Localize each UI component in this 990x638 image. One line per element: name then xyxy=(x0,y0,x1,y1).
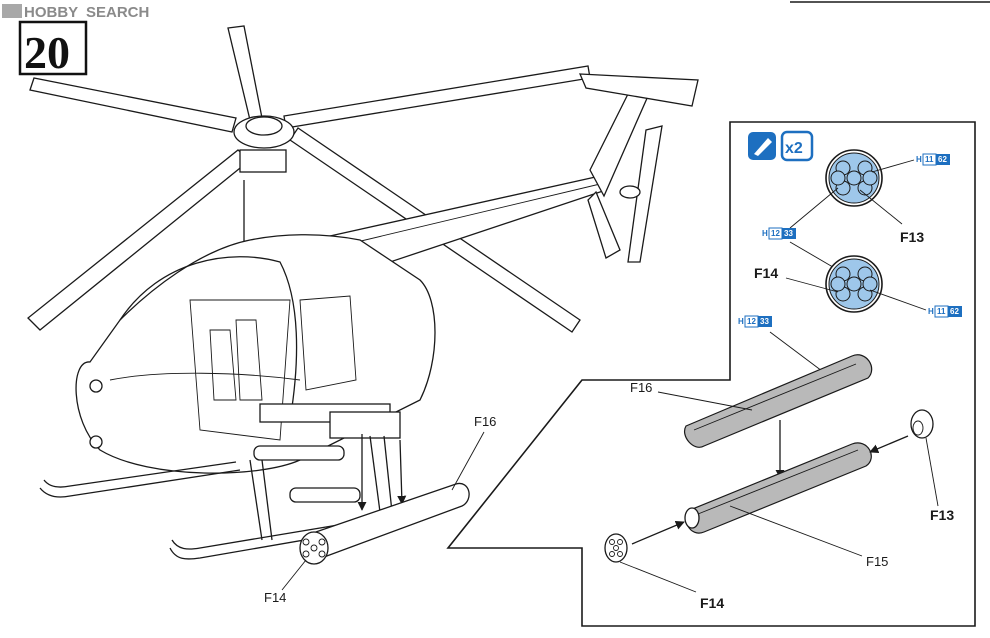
paint-code: 62 xyxy=(938,155,947,164)
part-f16-shell xyxy=(684,354,873,448)
paint-code-tube: H 12 33 xyxy=(738,315,772,328)
paint-prefix: H xyxy=(738,317,744,326)
label-f16-detail: F16 xyxy=(630,380,652,395)
label-f13-top: F13 xyxy=(900,229,924,245)
part-f15-tube xyxy=(684,442,872,534)
watermark-logo-text: HOBBY xyxy=(24,4,78,21)
paint-prefix: H xyxy=(928,307,934,316)
leader-f14-main xyxy=(281,559,307,591)
landing-skids xyxy=(39,435,421,560)
paint-code-mid: H 12 33 xyxy=(762,227,796,240)
label-f13-right: F13 xyxy=(930,507,954,523)
step-number-box: 20 xyxy=(18,20,88,78)
mounted-gun xyxy=(253,434,407,511)
label-f14-bottom: F14 xyxy=(700,595,724,611)
paint-prefix: H xyxy=(916,155,922,164)
label-f14-mid: F14 xyxy=(754,265,778,281)
multiplier-text: x2 xyxy=(785,140,803,157)
step-number: 20 xyxy=(24,27,70,78)
paint-code: 11 xyxy=(925,155,934,164)
paint-prefix: H xyxy=(762,229,768,238)
paint-code: 33 xyxy=(760,317,769,326)
tail-boom xyxy=(328,73,699,273)
part-f14-cap xyxy=(604,533,628,563)
leader-f16-main xyxy=(451,431,485,491)
watermark-logo-box xyxy=(2,4,22,18)
rocket-pod-detached xyxy=(299,482,470,565)
paint-icon xyxy=(748,132,776,160)
label-f16-main: F16 xyxy=(474,414,496,429)
label-f14-main: F14 xyxy=(264,590,286,605)
paint-code: 62 xyxy=(950,307,959,316)
watermark: HOBBY SEARCH xyxy=(2,4,149,21)
pod-end-mid xyxy=(825,255,883,313)
paint-code: 11 xyxy=(937,307,946,316)
paint-code-top: H 11 62 xyxy=(916,153,950,166)
helicopter-drawing xyxy=(27,25,699,565)
fuselage xyxy=(75,234,436,474)
label-f15: F15 xyxy=(866,554,888,569)
paint-code: 33 xyxy=(784,229,793,238)
multiplier-badge: x2 xyxy=(780,130,814,162)
paint-code: 12 xyxy=(771,229,780,238)
detail-callout-frame xyxy=(446,121,976,627)
paint-code: 12 xyxy=(747,317,756,326)
paint-code-low: H 11 62 xyxy=(928,305,962,318)
watermark-text: SEARCH xyxy=(86,4,149,21)
pod-end-top xyxy=(825,149,883,207)
part-f13-cap xyxy=(910,409,934,439)
